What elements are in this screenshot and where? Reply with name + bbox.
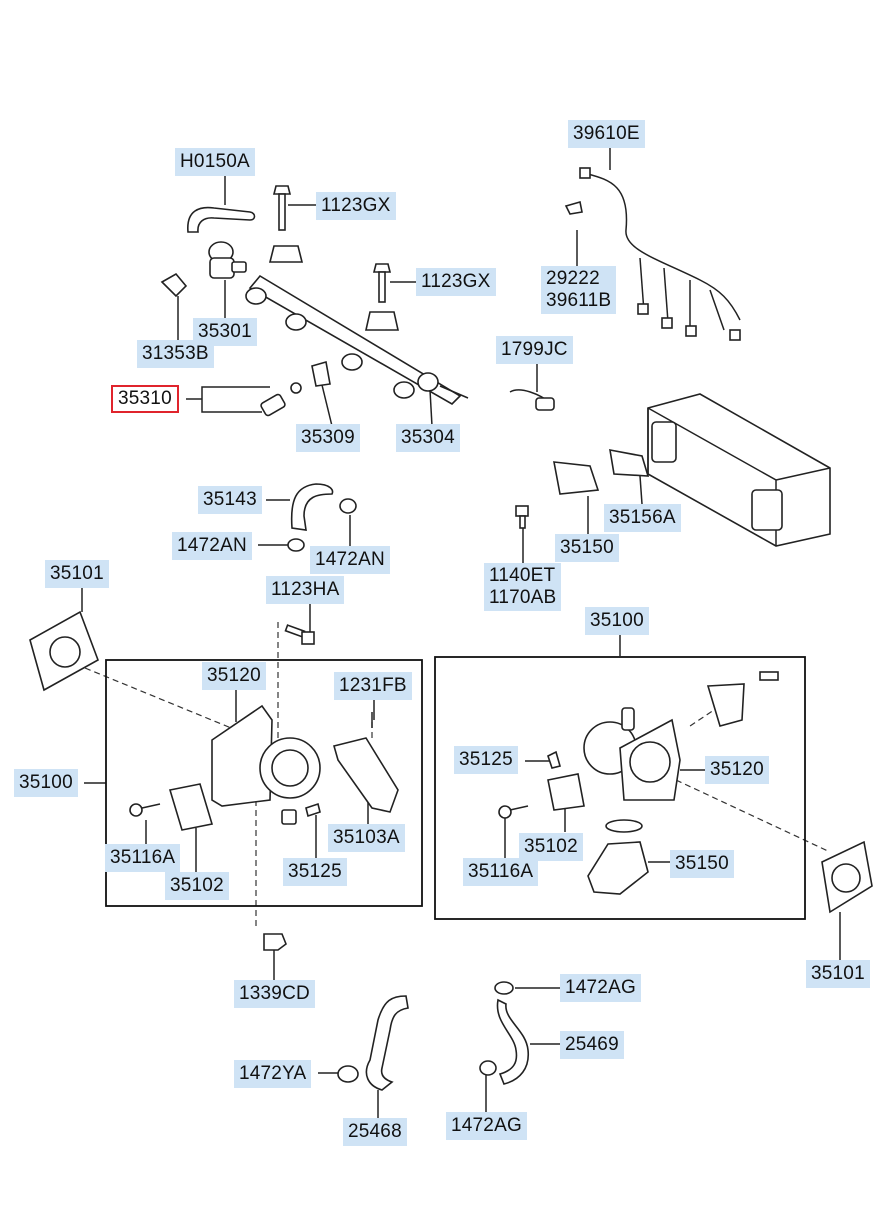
label-1140et[interactable]: 1140ET [489, 565, 556, 586]
label-35310-highlighted[interactable]: 35310 [111, 385, 179, 413]
assembly-box-left [105, 659, 423, 907]
label-1472an-right[interactable]: 1472AN [310, 546, 390, 574]
label-35304[interactable]: 35304 [396, 424, 460, 452]
label-25469[interactable]: 25469 [560, 1031, 624, 1059]
label-1799jc[interactable]: 1799JC [496, 336, 573, 364]
bolt-1123gx-b [372, 263, 392, 303]
label-35125-right[interactable]: 35125 [454, 746, 518, 774]
label-35101-right[interactable]: 35101 [806, 960, 870, 988]
screw-35116a-left [129, 803, 161, 817]
label-35102-left[interactable]: 35102 [165, 872, 229, 900]
label-1123ha[interactable]: 1123HA [266, 576, 345, 604]
label-35120-left[interactable]: 35120 [202, 662, 266, 690]
label-35116a-right[interactable]: 35116A [463, 858, 539, 886]
clamp-1472ya [337, 1065, 359, 1083]
label-35156a[interactable]: 35156A [604, 504, 681, 532]
idle-actuator-35150-top [553, 461, 600, 495]
label-31353b[interactable]: 31353B [137, 340, 214, 368]
nut-1339cd [263, 933, 287, 951]
label-35125-left[interactable]: 35125 [283, 858, 347, 886]
label-35100-right[interactable]: 35100 [585, 607, 649, 635]
label-1231fb[interactable]: 1231FB [334, 672, 412, 700]
label-1472ya[interactable]: 1472YA [234, 1060, 312, 1088]
gasket-35101-right [821, 840, 873, 914]
label-1472an-left[interactable]: 1472AN [172, 532, 252, 560]
bolt-1140et [515, 505, 529, 529]
label-35101-left[interactable]: 35101 [45, 560, 109, 588]
label-1123gx-b[interactable]: 1123GX [416, 268, 496, 296]
tps-35102-right [547, 773, 585, 811]
label-35150-top[interactable]: 35150 [555, 534, 619, 562]
hose-35143 [290, 483, 334, 531]
clamp-1472ag-bottom [479, 1060, 497, 1076]
spring-35125-left [305, 802, 321, 818]
label-39610e[interactable]: 39610E [568, 120, 645, 148]
leader-lines [81, 148, 841, 1118]
label-25468[interactable]: 25468 [343, 1118, 407, 1146]
bolt-1123gx-a [272, 185, 292, 231]
label-35143[interactable]: 35143 [198, 486, 262, 514]
label-35100-left[interactable]: 35100 [14, 769, 78, 797]
insulator-b [365, 311, 399, 331]
label-35120-right[interactable]: 35120 [705, 756, 769, 784]
label-1140et-1170ab[interactable]: 1140ET 1170AB [484, 563, 562, 611]
label-h0150a[interactable]: H0150A [175, 148, 255, 176]
clamp-1472ag-top [494, 981, 514, 995]
screw-35116a-right [498, 805, 529, 819]
label-35309[interactable]: 35309 [296, 424, 360, 452]
label-1170ab[interactable]: 1170AB [489, 587, 557, 608]
sensor-35310 [260, 382, 302, 417]
label-35103a[interactable]: 35103A [328, 824, 405, 852]
label-1123gx-a[interactable]: 1123GX [316, 192, 396, 220]
spring-35125-right [547, 750, 561, 769]
label-1339cd[interactable]: 1339CD [234, 980, 315, 1008]
label-39611b[interactable]: 39611B [546, 290, 612, 311]
wiring-harness-39610e [564, 167, 741, 341]
hose-25468 [365, 995, 409, 1091]
clip-31353b [160, 272, 188, 298]
fuel-rail-35304 [245, 274, 469, 405]
clamp-1472an-b [339, 498, 357, 514]
cover-35103a [333, 737, 399, 813]
throttle-body-right [583, 671, 779, 801]
tps-35102-left [168, 783, 214, 831]
hose-h0150a [187, 206, 256, 233]
throttle-body-left [211, 704, 321, 825]
label-29222-39611b[interactable]: 29222 39611B [541, 266, 617, 314]
label-29222[interactable]: 29222 [546, 268, 600, 289]
bracket-35309 [311, 360, 331, 387]
sensor-1799jc [509, 389, 555, 411]
hose-25469 [496, 998, 529, 1085]
label-1472ag-bottom[interactable]: 1472AG [446, 1112, 527, 1140]
label-35116a-left[interactable]: 35116A [105, 844, 181, 872]
bolt-1123ha [284, 624, 315, 645]
gasket-35156a [609, 449, 650, 477]
gasket-35101-left [29, 610, 99, 692]
label-35102-right[interactable]: 35102 [519, 833, 583, 861]
insulator-a [268, 245, 304, 263]
pressure-regulator-35301 [208, 241, 247, 279]
label-35150-right[interactable]: 35150 [670, 850, 734, 878]
assembly-box-right [434, 656, 806, 920]
idle-actuator-35150-right [587, 819, 649, 895]
clamp-1472an-a [287, 538, 305, 552]
label-1472ag-top[interactable]: 1472AG [560, 974, 641, 1002]
